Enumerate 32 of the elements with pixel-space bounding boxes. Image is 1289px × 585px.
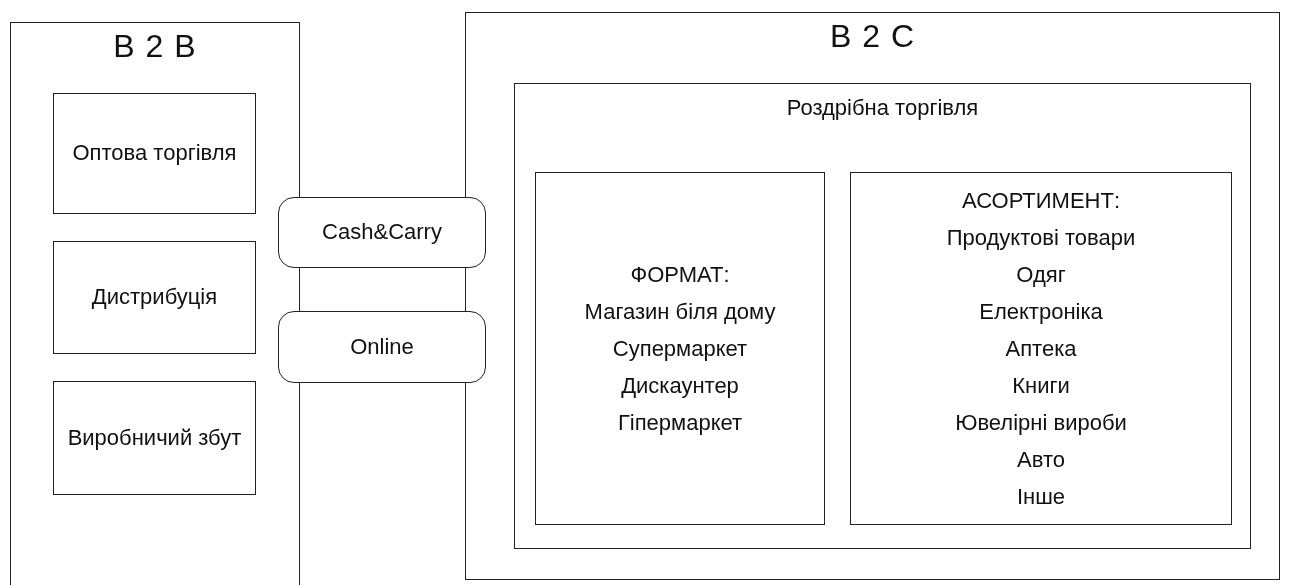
group-title: B 2 C: [830, 19, 915, 55]
box-label: Роздрібна торгівля: [786, 94, 979, 122]
list-item: Інше: [1016, 483, 1066, 511]
box-heading: ФОРМАТ:: [630, 261, 730, 289]
box-heading: АСОРТИМЕНТ:: [961, 187, 1121, 215]
box-label: Cash&Carry: [322, 218, 442, 247]
group-title: B 2 B: [113, 29, 197, 65]
list-item: Ювелірні вироби: [955, 409, 1127, 437]
process-box: [53, 241, 256, 354]
group-box: [465, 12, 1280, 580]
group-box: [10, 22, 300, 585]
box-label: Дистрибуція: [91, 283, 218, 312]
box-label: Виробничий збут: [67, 423, 242, 452]
list-item: Супермаркет: [612, 335, 748, 363]
process-box: [535, 172, 825, 525]
box-label: Оптова торгівля: [72, 139, 237, 168]
process-box: [53, 93, 256, 214]
process-box: [850, 172, 1232, 525]
list-item: Одяг: [1016, 261, 1066, 289]
list-item: Дискаунтер: [621, 372, 739, 400]
box-label: Online: [350, 332, 414, 361]
list-item: Електроніка: [979, 298, 1103, 326]
rounded-box: [278, 311, 486, 383]
list-item: Аптека: [1005, 335, 1077, 363]
process-box: [53, 381, 256, 495]
list-item: Магазин біля дому: [584, 298, 776, 326]
list-item: Авто: [1017, 446, 1065, 474]
rounded-box: [278, 197, 486, 268]
list-item: Гіпермаркет: [617, 409, 743, 437]
list-item: Книги: [1012, 372, 1070, 400]
panel-box: [514, 83, 1251, 549]
list-item: Продуктові товари: [946, 224, 1136, 252]
